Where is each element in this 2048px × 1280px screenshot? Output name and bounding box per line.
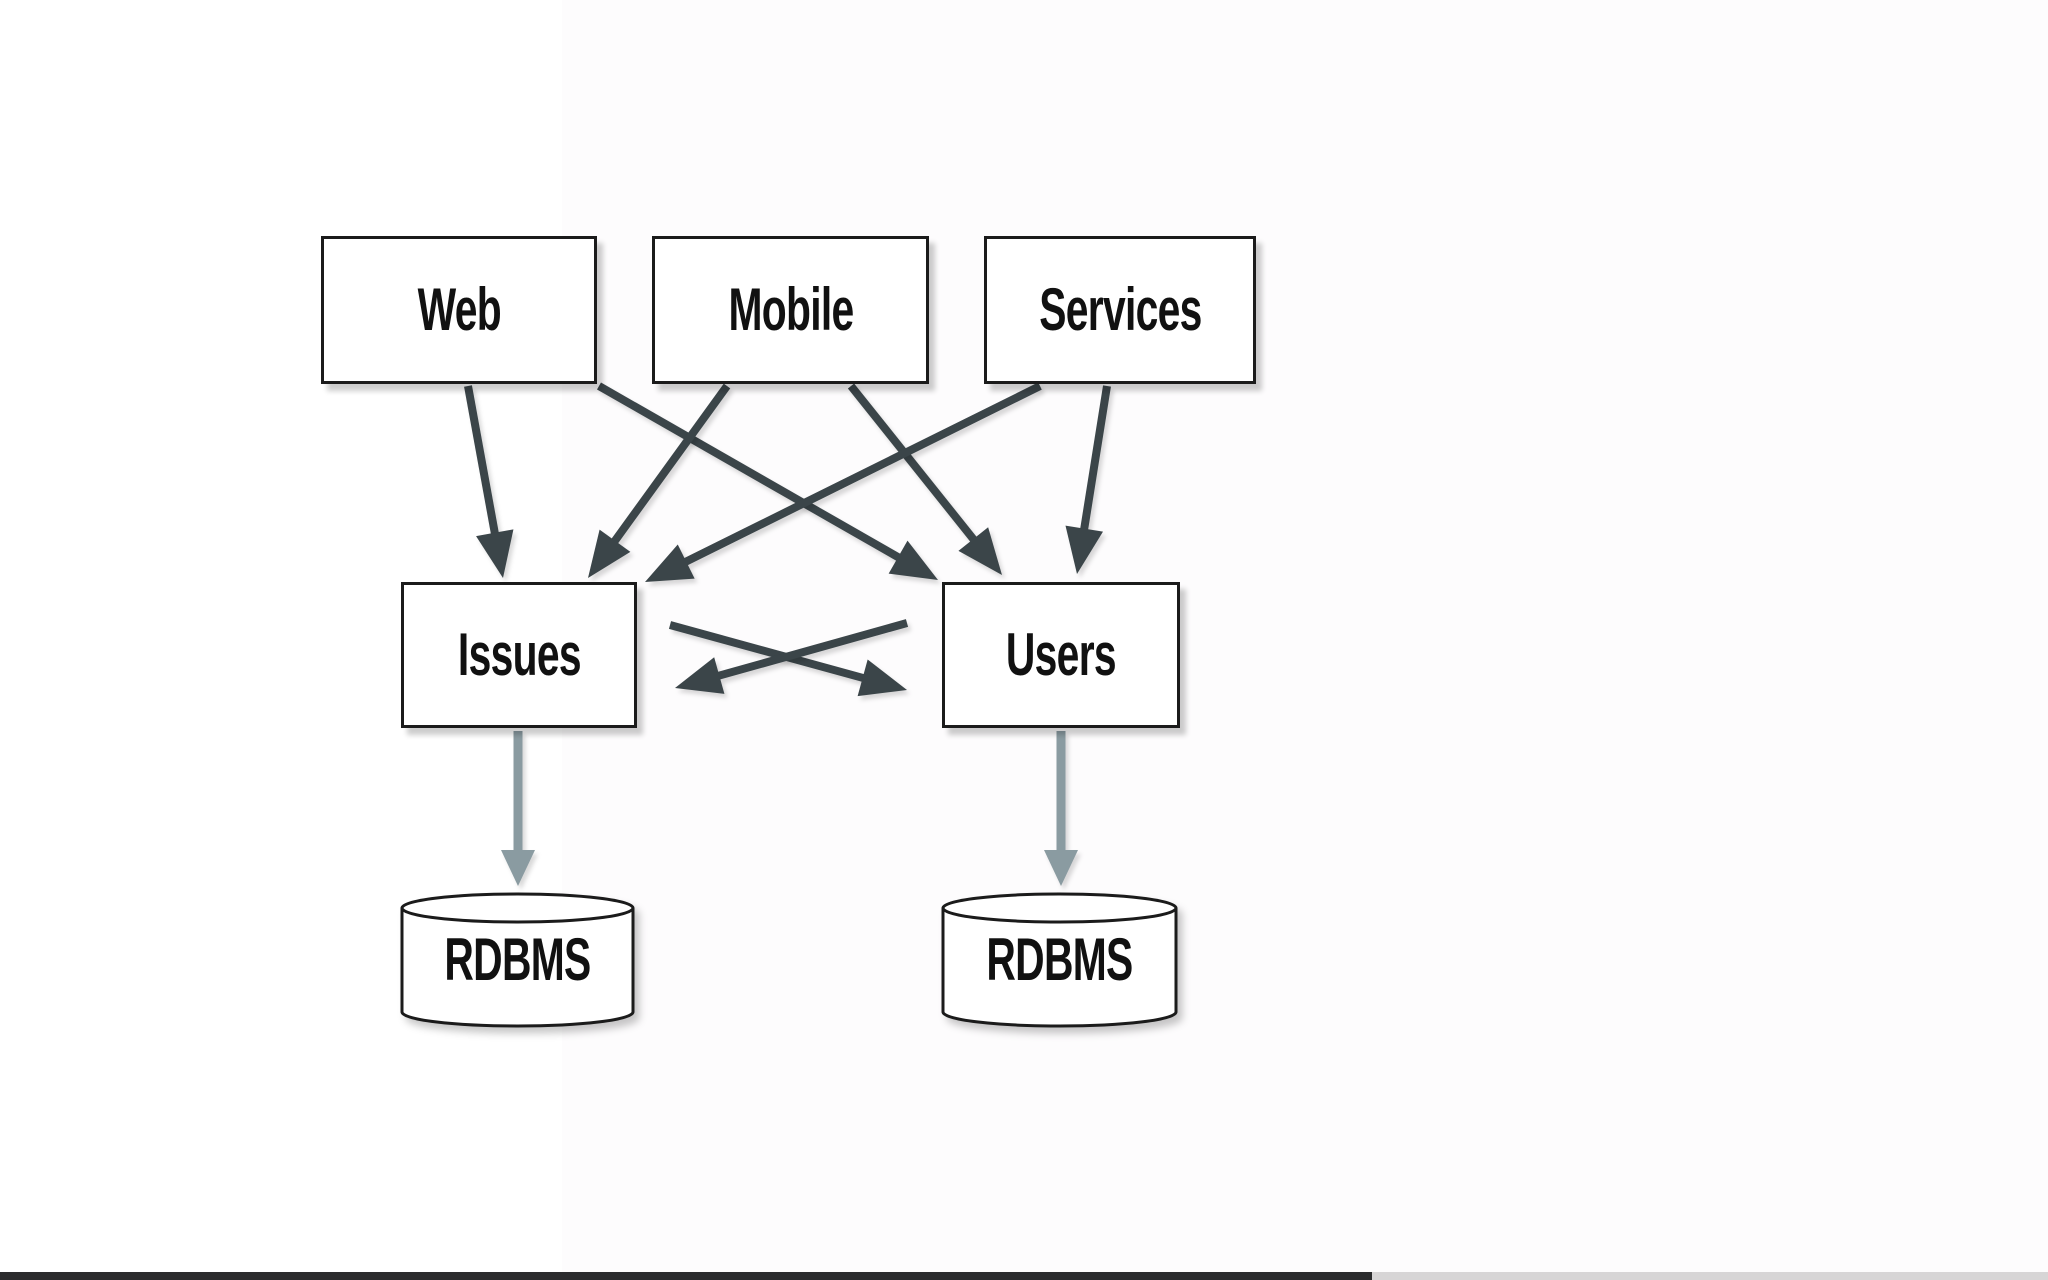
arrow-services-to-users bbox=[1065, 385, 1111, 574]
node-label-text: Issues bbox=[457, 621, 582, 688]
arrowhead-icon bbox=[476, 529, 514, 578]
node-rdbms-users: RDBMS bbox=[941, 891, 1178, 1028]
node-label: Users bbox=[980, 625, 1142, 685]
node-rdbms-issues: RDBMS bbox=[400, 891, 635, 1028]
arrowhead-icon bbox=[958, 527, 1002, 575]
node-label: RDBMS bbox=[952, 925, 1167, 993]
arrow-issues-to-rdbms-issues bbox=[501, 731, 535, 886]
arrow-mobile-to-users bbox=[847, 383, 1002, 575]
arrowhead-icon bbox=[1044, 850, 1078, 886]
node-label-text: Users bbox=[1005, 621, 1117, 688]
arrow-web-to-users bbox=[597, 382, 938, 580]
node-label: Mobile bbox=[699, 280, 883, 340]
node-label: Web bbox=[398, 280, 521, 340]
node-issues: Issues bbox=[401, 582, 637, 728]
arrowhead-icon bbox=[888, 540, 938, 580]
node-label-text: Web bbox=[417, 276, 501, 343]
arrow-issues-to-users bbox=[668, 621, 907, 697]
arrow-services-to-issues bbox=[645, 382, 1042, 582]
database-cylinder-icon bbox=[400, 892, 635, 1028]
arrowhead-icon bbox=[501, 850, 535, 886]
node-label-text: RDBMS bbox=[444, 925, 591, 993]
arrow-users-to-rdbms-users bbox=[1044, 731, 1078, 886]
arrowhead-icon bbox=[645, 544, 695, 582]
node-services: Services bbox=[984, 236, 1256, 384]
arrowhead-icon bbox=[588, 529, 631, 578]
arrow-users-to-issues bbox=[675, 619, 909, 694]
bottom-bar-light bbox=[1372, 1272, 2048, 1280]
node-label: RDBMS bbox=[410, 925, 625, 993]
arrowhead-icon bbox=[1065, 525, 1104, 574]
node-users: Users bbox=[942, 582, 1180, 728]
bottom-bar-dark bbox=[0, 1272, 1372, 1280]
node-label: Services bbox=[1001, 280, 1240, 340]
node-label: Issues bbox=[429, 625, 610, 685]
node-mobile: Mobile bbox=[652, 236, 929, 384]
background-tint bbox=[562, 0, 2048, 1272]
node-label-text: RDBMS bbox=[986, 925, 1133, 993]
node-label-text: Services bbox=[1038, 276, 1202, 343]
database-cylinder-icon bbox=[941, 892, 1178, 1028]
node-web: Web bbox=[321, 236, 597, 384]
arrow-web-to-issues bbox=[464, 385, 514, 578]
arrow-mobile-to-issues bbox=[588, 383, 731, 578]
arrowhead-icon bbox=[675, 657, 725, 694]
arrowhead-icon bbox=[857, 659, 907, 697]
node-label-text: Mobile bbox=[727, 276, 854, 343]
